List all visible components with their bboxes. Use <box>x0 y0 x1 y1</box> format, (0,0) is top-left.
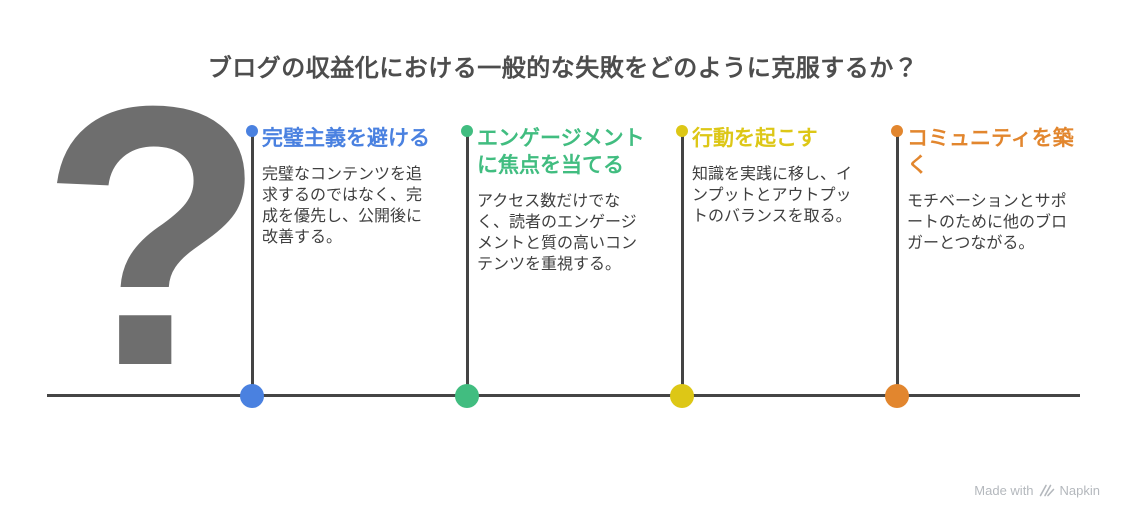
milestone-stem-line <box>680 130 684 396</box>
milestone-avoid-perfectionism: 完璧主義を避ける 完璧なコンテンツを追 求するのではなく、完 成を優先し、公開後… <box>240 125 452 415</box>
milestone-description: 完璧なコンテンツを追 求するのではなく、完 成を優先し、公開後に 改善する。 <box>262 166 423 246</box>
milestone-heading: 完璧主義を避ける <box>262 127 430 150</box>
milestone-heading: コミュニティを築 く <box>907 127 1074 177</box>
milestone-stem-line <box>465 130 469 396</box>
milestone-build-community: コミュニティを築 く モチベーションとサポ ートのために他のブロ ガーとつながる… <box>885 125 1097 415</box>
milestone-top-dot <box>891 125 903 137</box>
milestone-top-dot <box>461 125 473 137</box>
milestone-baseline-dot <box>240 384 264 408</box>
milestone-baseline-dot <box>455 384 479 408</box>
page-title: ブログの収益化における一般的な失敗をどのように克服するか？ <box>207 55 919 82</box>
milestone-content: エンゲージメント に焦点を当てる アクセス数だけでな く、読者のエンゲージ メン… <box>477 125 651 275</box>
question-mark-graphic: ? <box>40 30 267 443</box>
milestone-description: 知識を実践に移し、イ ンプットとアウトプッ トのバランスを取る。 <box>692 166 853 225</box>
milestone-heading: 行動を起こす <box>692 127 818 150</box>
milestone-content: 行動を起こす 知識を実践に移し、イ ンプットとアウトプッ トのバランスを取る。 <box>692 125 866 227</box>
milestone-description: アクセス数だけでな く、読者のエンゲージ メントと質の高いコン テンツを重視する… <box>477 193 638 273</box>
milestone-top-dot <box>676 125 688 137</box>
milestone-heading: エンゲージメント に焦点を当てる <box>477 127 645 177</box>
milestone-content: 完璧主義を避ける 完璧なコンテンツを追 求するのではなく、完 成を優先し、公開後… <box>262 125 436 248</box>
watermark-brand-text: Napkin <box>1059 483 1100 498</box>
milestone-take-action: 行動を起こす 知識を実践に移し、イ ンプットとアウトプッ トのバランスを取る。 <box>670 125 882 415</box>
milestone-baseline-dot <box>885 384 909 408</box>
milestone-baseline-dot <box>670 384 694 408</box>
napkin-logo-icon <box>1039 484 1055 497</box>
timeline-baseline <box>47 394 1080 397</box>
milestone-stem-line <box>250 130 254 396</box>
milestone-stem-line <box>895 130 899 396</box>
watermark-made-with-text: Made with <box>974 483 1034 498</box>
milestone-top-dot <box>246 125 258 137</box>
milestone-content: コミュニティを築 く モチベーションとサポ ートのために他のブロ ガーとつながる… <box>907 125 1081 254</box>
napkin-watermark-link[interactable]: Made with Napkin <box>974 483 1100 498</box>
milestone-focus-engagement: エンゲージメント に焦点を当てる アクセス数だけでな く、読者のエンゲージ メン… <box>455 125 667 415</box>
milestone-description: モチベーションとサポ ートのために他のブロ ガーとつながる。 <box>907 193 1068 252</box>
